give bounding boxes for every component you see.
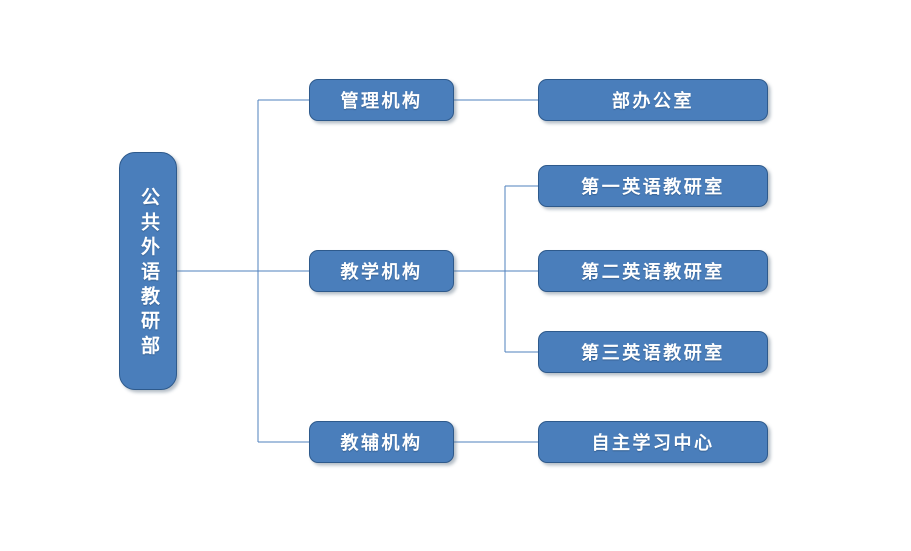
- node-branch-teaching[interactable]: 教学机构: [309, 250, 454, 292]
- node-leaf-department-office-label: 部办公室: [611, 91, 695, 112]
- node-leaf-english-office-3-label: 第三英语教研室: [581, 343, 725, 364]
- node-branch-teaching-label: 教学机构: [340, 262, 423, 283]
- node-branch-management[interactable]: 管理机构: [309, 79, 454, 121]
- node-branch-teaching-support-label: 教辅机构: [340, 433, 423, 454]
- node-branch-management-label: 管理机构: [340, 91, 423, 112]
- node-leaf-self-study-center[interactable]: 自主学习中心: [538, 421, 768, 463]
- node-leaf-self-study-center-label: 自主学习中心: [591, 433, 715, 454]
- node-leaf-english-office-1[interactable]: 第一英语教研室: [538, 165, 768, 207]
- node-leaf-department-office[interactable]: 部办公室: [538, 79, 768, 121]
- node-leaf-english-office-2[interactable]: 第二英语教研室: [538, 250, 768, 292]
- node-leaf-english-office-2-label: 第二英语教研室: [581, 262, 725, 283]
- node-root-label: 公共外语教研部: [137, 186, 160, 360]
- node-branch-teaching-support[interactable]: 教辅机构: [309, 421, 454, 463]
- node-leaf-english-office-3[interactable]: 第三英语教研室: [538, 331, 768, 373]
- node-root-public-foreign-language-department[interactable]: 公共外语教研部: [119, 152, 177, 390]
- node-leaf-english-office-1-label: 第一英语教研室: [581, 177, 725, 198]
